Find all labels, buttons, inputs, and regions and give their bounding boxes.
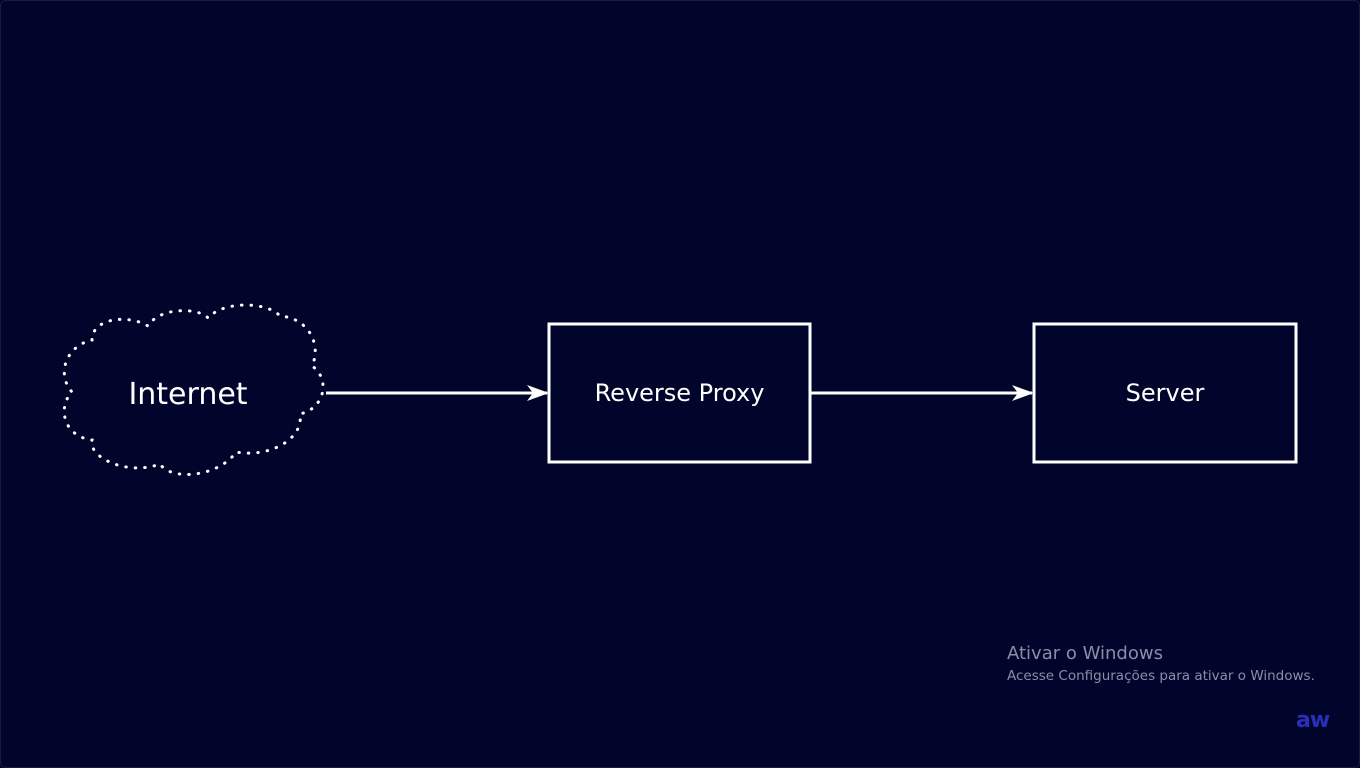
reverse-proxy-label: Reverse Proxy (594, 379, 765, 407)
windows-activation-title: Ativar o Windows (1007, 643, 1163, 664)
windows-activation-subtitle: Acesse Configurações para ativar o Windo… (1007, 668, 1315, 684)
channel-logo: aw (1296, 708, 1330, 733)
internet-label: Internet (128, 376, 248, 412)
server-label: Server (1125, 379, 1205, 407)
server-box (1032, 322, 1298, 464)
reverse-proxy-box (547, 322, 812, 464)
